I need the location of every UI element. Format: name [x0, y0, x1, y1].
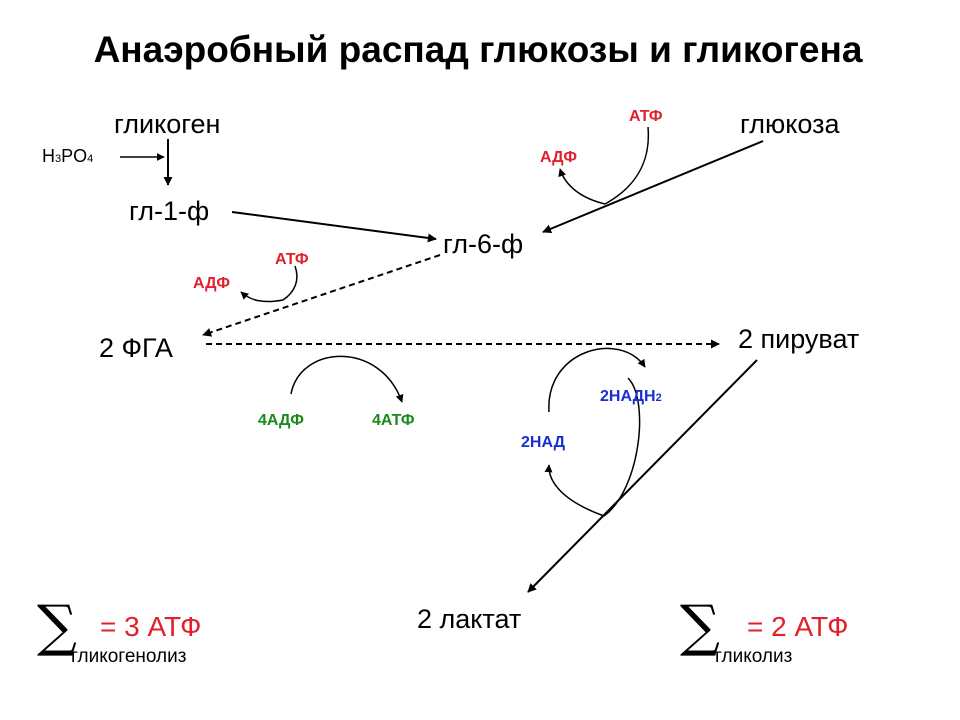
atp-adp-f6p-curve-arrow	[240, 291, 284, 303]
glycolysis-label: гликолиз	[715, 646, 792, 667]
fga-label: 2 ФГА	[99, 333, 173, 363]
glucose-to-g6p-arrow	[542, 140, 764, 234]
atp4-label: 4АТФ	[372, 412, 415, 429]
nad-label: 2НАД	[521, 434, 566, 451]
glucose-6-phosphate-label: гл-6-ф	[443, 229, 523, 259]
g6p-to-fga-dashed-arrow	[202, 254, 441, 337]
pyruvate-to-lactate-arrow	[527, 359, 758, 593]
sum-glycolysis-equation: = 2 АТФ	[747, 611, 848, 642]
adp4-label: 4АДФ	[258, 412, 304, 429]
atp-adp-glucose-curve-arrow	[558, 168, 606, 205]
nad-regeneration-curve	[544, 464, 605, 517]
glucose-1-phosphate-label: гл-1-ф	[129, 196, 209, 226]
g1p-to-g6p-arrow	[231, 211, 437, 243]
pyruvate-label: 2 пируват	[738, 324, 859, 354]
adp-atp-substrate-curve	[290, 355, 404, 403]
adp-glucose-label: АДФ	[540, 149, 577, 166]
phosphoric-acid-label: H3PO4	[42, 146, 93, 166]
atp-glucose-label: АТФ	[629, 108, 663, 125]
glycogen-label: гликоген	[114, 109, 220, 139]
sigma-left: ∑	[37, 594, 77, 659]
page-title: Анаэробный распад глюкозы и гликогена	[94, 29, 863, 70]
nadh-oxidation-curve	[603, 377, 641, 517]
glucose-label: глюкоза	[740, 109, 840, 139]
atp-adp-f6p-curve	[282, 265, 298, 301]
lactate-label: 2 лактат	[417, 604, 521, 634]
nadh2-label: 2НАДН2	[600, 388, 662, 405]
sum-glycogenolysis-equation: = 3 АТФ	[100, 611, 201, 642]
atp-f6p-label: АТФ	[275, 251, 309, 268]
atp-adp-glucose-curve	[604, 126, 650, 205]
nadh-to-nad-upper-curve	[548, 347, 646, 413]
adp-f6p-label: АДФ	[193, 275, 230, 292]
sigma-right: ∑	[680, 594, 720, 659]
glycogenolysis-label: гликогенолиз	[71, 646, 186, 667]
